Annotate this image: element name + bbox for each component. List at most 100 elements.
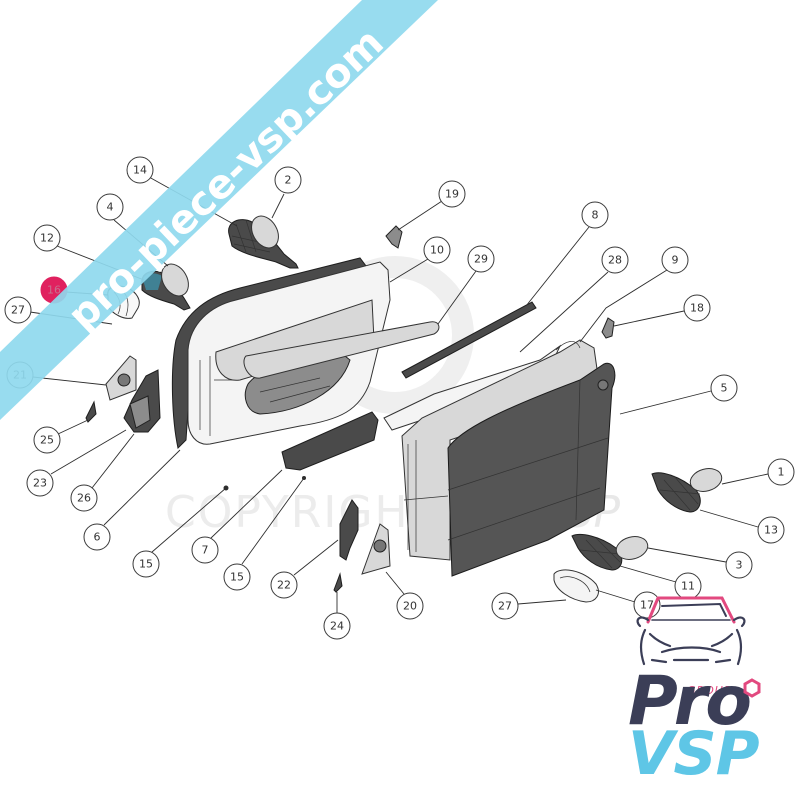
callout-circle (4, 296, 32, 324)
callout-label: 20 (403, 600, 417, 613)
callout-circle (26, 469, 54, 497)
callout-label: 9 (672, 254, 679, 267)
callout-circle (601, 246, 629, 274)
callout-label: 22 (277, 579, 291, 592)
part-3-mirror-glass[interactable] (614, 533, 651, 563)
callout-4[interactable]: 4 (96, 193, 124, 221)
callout-label: 12 (40, 232, 54, 245)
callout-25[interactable]: 25 (33, 426, 61, 454)
callout-label: 15 (230, 571, 244, 584)
callout-label: 29 (474, 253, 488, 266)
callout-10[interactable]: 10 (423, 236, 451, 264)
callout-label: 2 (285, 174, 292, 187)
part-17-mirror-base[interactable] (553, 569, 599, 603)
logo-group-text: -GROUP- (682, 684, 736, 697)
callout-label: 11 (681, 580, 695, 593)
callout-label: 27 (11, 304, 25, 317)
callout-circle (767, 458, 795, 486)
callout-label: 28 (608, 254, 622, 267)
car-outline-icon (636, 596, 746, 666)
callout-circle (710, 374, 738, 402)
callout-circle (396, 592, 424, 620)
callout-label: 17 (640, 599, 654, 612)
callout-1[interactable]: 1 (767, 458, 795, 486)
callout-circle (83, 523, 111, 551)
callout-label: 4 (107, 201, 114, 214)
callout-15a[interactable]: 15 (132, 550, 160, 578)
part-21-trim-cover[interactable] (105, 355, 137, 401)
callout-circle (126, 156, 154, 184)
part-23-26-mirror-mount[interactable] (123, 369, 161, 433)
callout-12[interactable]: 12 (33, 224, 61, 252)
part-5-door-shell[interactable] (401, 339, 616, 577)
part-13-mirror-housing[interactable] (651, 472, 701, 513)
part-2-mirror-glass[interactable] (246, 211, 284, 252)
callout-circle (323, 612, 351, 640)
callout-label: 5 (721, 382, 728, 395)
callout-29[interactable]: 29 (467, 245, 495, 273)
callout-14[interactable]: 14 (126, 156, 154, 184)
callout-circle (191, 536, 219, 564)
callout-label: 15 (139, 558, 153, 571)
callout-11[interactable]: 11 (674, 572, 702, 600)
callout-26[interactable]: 26 (70, 484, 98, 512)
callout-circle (661, 246, 689, 274)
callout-label: 8 (592, 209, 599, 222)
callout-circle (223, 563, 251, 591)
callout-24[interactable]: 24 (323, 612, 351, 640)
callout-circle (33, 224, 61, 252)
callout-2[interactable]: 2 (274, 166, 302, 194)
callout-label: 16 (47, 284, 61, 297)
callout-label: 10 (430, 244, 444, 257)
callout-circle (274, 166, 302, 194)
part-9-hinge[interactable] (555, 341, 581, 351)
logo-vsp-text: VSP (628, 719, 760, 789)
callout-label: 27 (498, 600, 512, 613)
callout-13[interactable]: 13 (757, 516, 785, 544)
callout-18[interactable]: 18 (683, 294, 711, 322)
callout-circle (581, 201, 609, 229)
callout-22[interactable]: 22 (270, 571, 298, 599)
callout-circle (33, 426, 61, 454)
callout-15b[interactable]: 15 (223, 563, 251, 591)
callout-circle (70, 484, 98, 512)
callout-6[interactable]: 6 (83, 523, 111, 551)
callout-label: 7 (202, 544, 209, 557)
part-25-clip[interactable] (85, 400, 97, 423)
part-18-clip[interactable] (601, 317, 615, 339)
callout-label: 19 (445, 188, 459, 201)
part-22-bracket[interactable] (339, 499, 359, 561)
part-7-door-pocket[interactable] (281, 411, 379, 471)
callout-5[interactable]: 5 (710, 374, 738, 402)
part-1-mirror-glass[interactable] (688, 465, 725, 495)
callout-label: 6 (94, 531, 101, 544)
callout-circle (757, 516, 785, 544)
callout-8[interactable]: 8 (581, 201, 609, 229)
callout-label: 24 (330, 620, 344, 633)
callout-3[interactable]: 3 (725, 551, 753, 579)
part-29-armrest[interactable] (243, 321, 440, 379)
callout-label: 23 (33, 477, 47, 490)
callout-9[interactable]: 9 (661, 246, 689, 274)
callout-19[interactable]: 19 (438, 180, 466, 208)
callout-circle (491, 592, 519, 620)
callout-circle (132, 550, 160, 578)
callout-7[interactable]: 7 (191, 536, 219, 564)
part-8-window-seal[interactable] (401, 301, 537, 379)
callout-27b[interactable]: 27 (491, 592, 519, 620)
callout-circle (96, 193, 124, 221)
provsp-logo: -GROUP- Pro VSP (628, 596, 761, 789)
callout-27a[interactable]: 27 (4, 296, 32, 324)
watermark-copyright-text: COPYRIGHT (165, 487, 438, 538)
hex-nut-icon (743, 678, 761, 698)
callout-23[interactable]: 23 (26, 469, 54, 497)
callout-label: 26 (77, 492, 91, 505)
part-24-clip[interactable] (333, 572, 343, 593)
callout-20[interactable]: 20 (396, 592, 424, 620)
part-20-trim-cover[interactable] (361, 523, 391, 575)
callout-28[interactable]: 28 (601, 246, 629, 274)
callout-circle (423, 236, 451, 264)
part-19-clip[interactable] (385, 225, 403, 249)
part-11-mirror-housing[interactable] (571, 534, 623, 571)
callout-label: 1 (778, 466, 785, 479)
